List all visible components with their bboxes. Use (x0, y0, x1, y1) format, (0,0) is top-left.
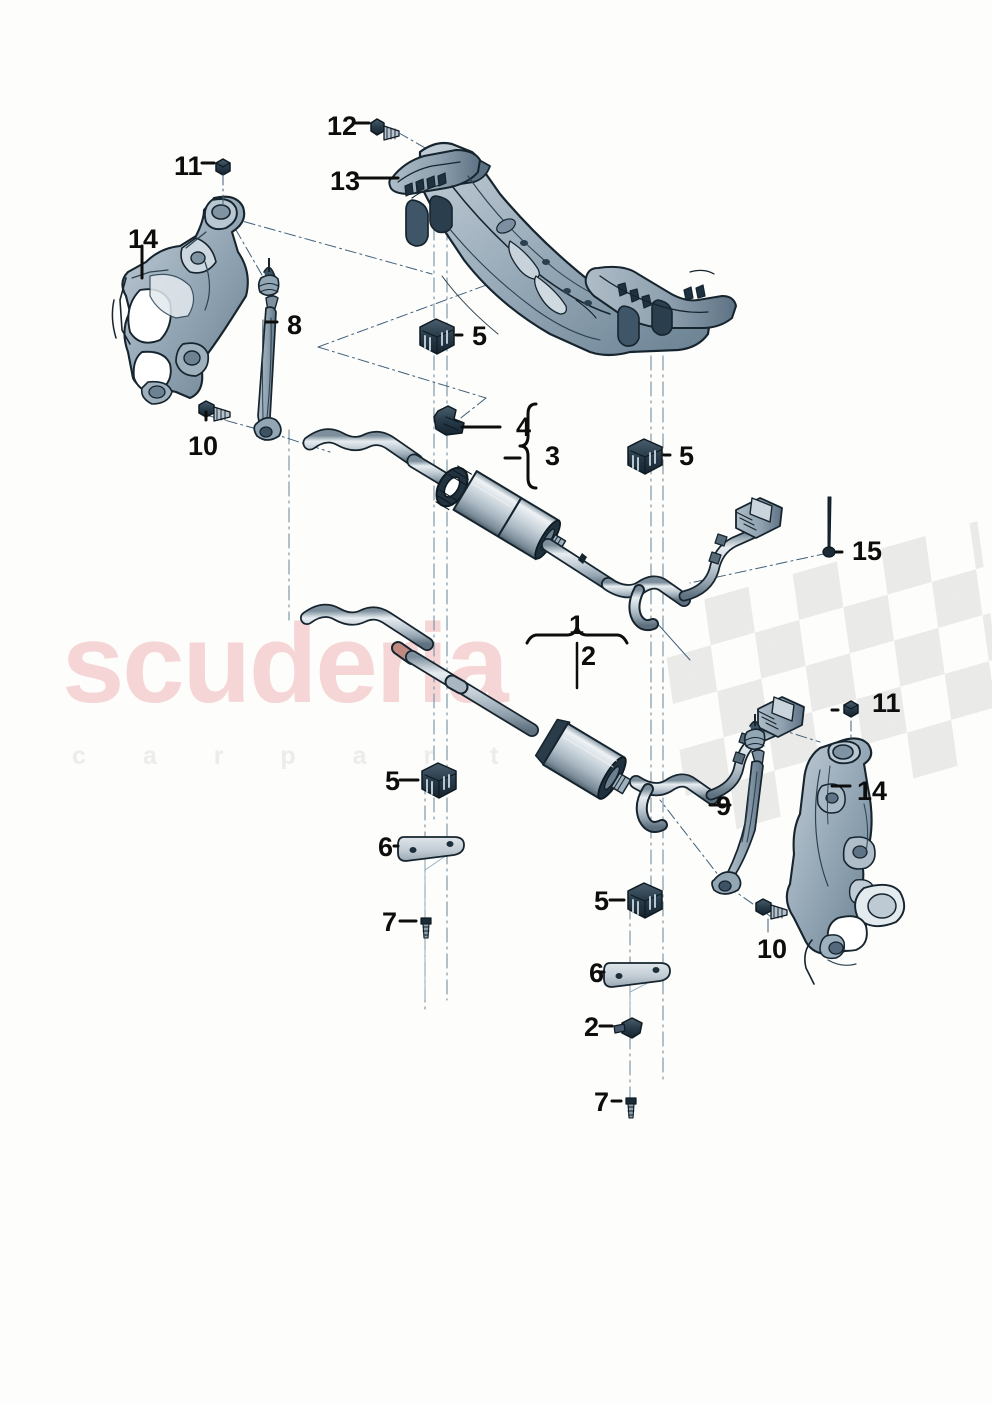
sensor-bracket (433, 405, 465, 436)
bolt-subframe (370, 118, 400, 141)
callout-1: 1 (569, 610, 585, 640)
callout-2-bottom: 2 (584, 1012, 600, 1042)
subframe-crossmember (388, 141, 737, 357)
callout-6-right: 6 (589, 958, 605, 988)
screw-right (625, 1097, 637, 1119)
callout-5-a: 5 (472, 321, 488, 351)
steering-knuckle-left (111, 195, 249, 405)
callout-14-left: 14 (128, 224, 159, 254)
callout-12: 12 (327, 111, 358, 141)
bolt-left (198, 400, 231, 422)
callout-10-right: 10 (757, 934, 788, 964)
electrical-connector-upper (735, 497, 783, 539)
cover-plate-left (397, 836, 465, 862)
callout-15: 15 (852, 536, 883, 566)
callout-13: 13 (330, 166, 361, 196)
clip-bracket-b (627, 438, 663, 475)
callout-7-left: 7 (382, 907, 398, 937)
screw-left (420, 917, 432, 939)
cover-plate-right (603, 962, 671, 988)
callout-10-left: 10 (188, 431, 219, 461)
nut-lower-right (843, 700, 859, 718)
nut-upper-left (215, 158, 231, 176)
callout-9: 9 (716, 791, 732, 821)
cable-tie (822, 496, 836, 558)
callout-5-b: 5 (679, 441, 695, 471)
bolt-right (755, 898, 788, 920)
callout-14-right: 14 (857, 776, 888, 806)
control-arm-upper-left (253, 258, 282, 441)
callout-4: 4 (516, 412, 532, 442)
clip-bracket-d (627, 882, 663, 919)
clip-bracket-c (421, 762, 457, 799)
leader-strokes (140, 121, 400, 422)
link-piece-right (613, 1017, 643, 1039)
callout-11-top: 11 (174, 151, 203, 181)
clip-bracket-a (419, 318, 455, 355)
callout-5-d: 5 (594, 886, 610, 916)
electrical-connector-lower (757, 696, 805, 738)
callout-7-right: 7 (594, 1087, 610, 1117)
callout-5-c: 5 (385, 766, 401, 796)
callout-6-left: 6 (378, 832, 394, 862)
callout-2-top: 2 (581, 641, 597, 671)
callout-3: 3 (545, 441, 561, 471)
callout-11-bottom: 11 (872, 688, 901, 718)
callout-8: 8 (287, 310, 303, 340)
